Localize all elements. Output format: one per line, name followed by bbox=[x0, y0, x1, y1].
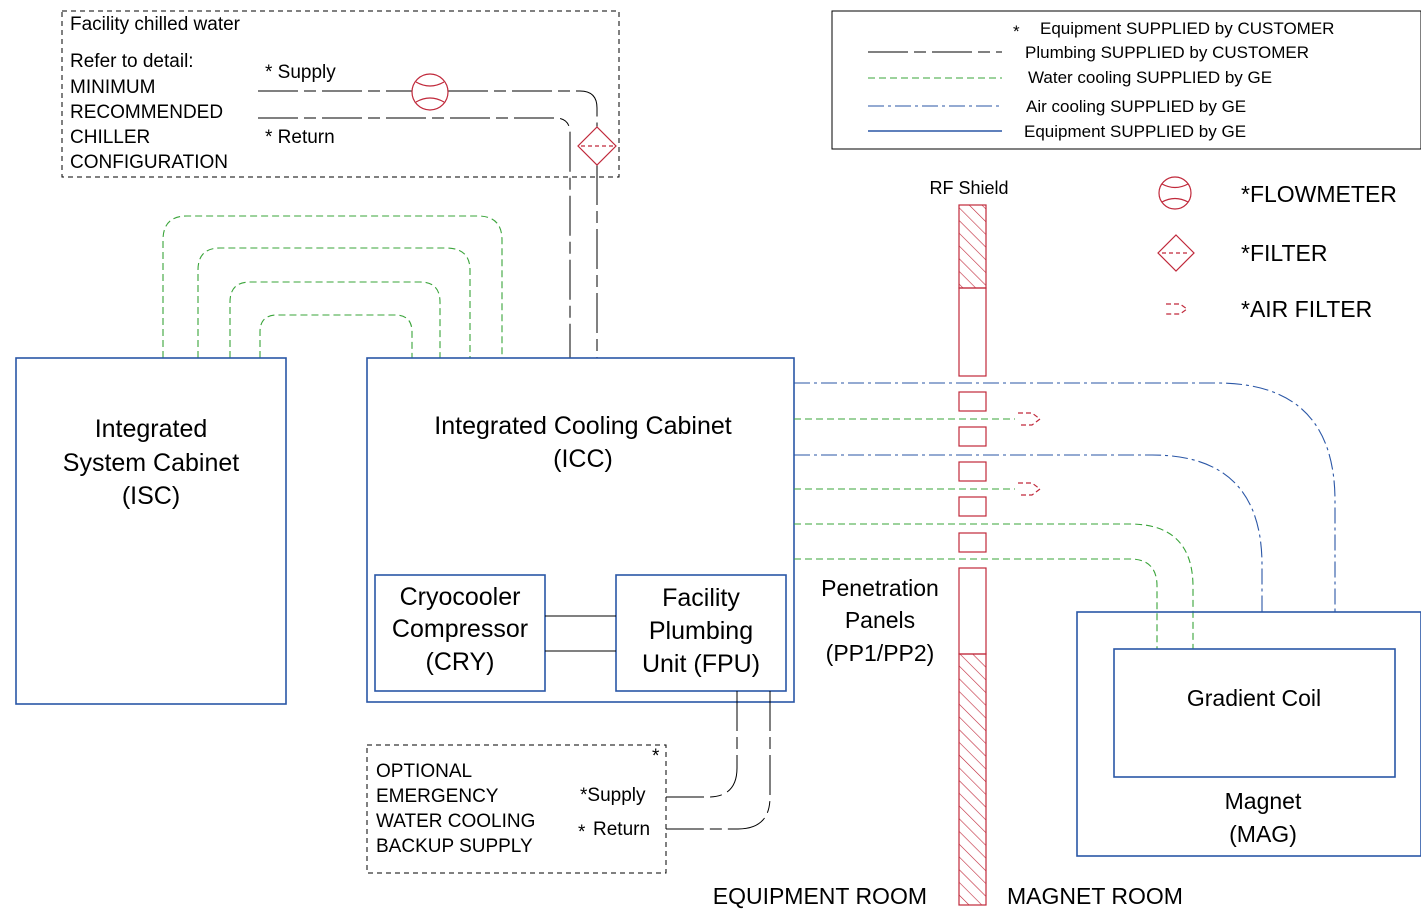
equipment-room-label: EQUIPMENT ROOM bbox=[713, 883, 927, 909]
penetration-panel bbox=[958, 426, 987, 447]
filter-legend-label: *FILTER bbox=[1241, 240, 1327, 266]
icc-line1: Integrated Cooling Cabinet bbox=[434, 412, 731, 440]
facility-line-chiller: CHILLER bbox=[70, 127, 150, 148]
penetration-panel bbox=[958, 461, 987, 482]
facility-line-configuration: CONFIGURATION bbox=[70, 152, 228, 173]
facility-return-label: * Return bbox=[265, 127, 335, 148]
fpu-line1: Facility bbox=[662, 584, 740, 612]
emergency-supply-pipe bbox=[666, 691, 738, 798]
gradient-coil-label: Gradient Coil bbox=[1187, 685, 1321, 711]
emergency-return-pipe bbox=[666, 691, 771, 830]
gradient-coil bbox=[1113, 648, 1396, 778]
magnet-room-label: MAGNET ROOM bbox=[1007, 883, 1183, 909]
emergency-line3: WATER COOLING bbox=[376, 811, 535, 832]
cry-line1: Cryocooler bbox=[400, 583, 521, 611]
facility-supply-label: * Supply bbox=[265, 62, 336, 83]
magnet: Gradient Coil Magnet (MAG) bbox=[1076, 611, 1421, 857]
facility-return-pipe bbox=[258, 117, 571, 358]
emergency-line4: BACKUP SUPPLY bbox=[376, 836, 533, 857]
isc-cabinet: Integrated System Cabinet (ISC) bbox=[15, 357, 287, 705]
facility-line-recommended: RECOMMENDED bbox=[70, 102, 223, 123]
air-cooling-line-inner bbox=[794, 454, 1263, 612]
legend-water-cooling: Water cooling SUPPLIED by GE bbox=[1028, 68, 1272, 87]
facility-refer: Refer to detail: bbox=[70, 51, 194, 72]
facility-chilled-water-box: Facility chilled water Refer to detail: … bbox=[61, 10, 620, 178]
legend-star-symbol: * bbox=[1013, 22, 1020, 41]
filter-legend-icon bbox=[1157, 234, 1195, 272]
flowmeter-legend-label: *FLOWMETER bbox=[1241, 181, 1397, 207]
air-filter-icon bbox=[1018, 412, 1041, 426]
emergency-line2: EMERGENCY bbox=[376, 786, 499, 807]
magnet-line2: (MAG) bbox=[1229, 821, 1297, 847]
rf-shield-label: RF Shield bbox=[929, 178, 1008, 198]
air-cooling-line-outer bbox=[794, 382, 1336, 612]
facility-title: Facility chilled water bbox=[70, 14, 241, 35]
isc-line2: System Cabinet bbox=[63, 449, 240, 477]
flowmeter-legend-icon bbox=[1158, 176, 1192, 210]
legend-air-cooling: Air cooling SUPPLIED by GE bbox=[1026, 97, 1246, 116]
water-cooling-gradient-inner bbox=[794, 558, 1158, 649]
fpu-box bbox=[615, 574, 787, 692]
penetration-panel bbox=[958, 496, 987, 517]
magnet-line1: Magnet bbox=[1225, 788, 1302, 814]
cry-line2: Compressor bbox=[392, 615, 528, 643]
penetration-panel bbox=[958, 532, 987, 553]
water-cooling-gradient-outer bbox=[794, 523, 1194, 649]
icc-line2: (ICC) bbox=[553, 445, 613, 473]
fpu-line2: Plumbing bbox=[649, 617, 753, 645]
facility-line-minimum: MINIMUM bbox=[70, 77, 155, 98]
penetration-line3: (PP1/PP2) bbox=[826, 640, 935, 666]
cry-box bbox=[374, 574, 546, 692]
legend-equipment-customer: Equipment SUPPLIED by CUSTOMER bbox=[1040, 19, 1334, 38]
isc-icc-water-loops bbox=[162, 215, 503, 358]
facility-supply-pipe bbox=[258, 90, 598, 127]
penetration-line2: Panels bbox=[845, 607, 915, 633]
rf-shield: RF Shield bbox=[929, 178, 1009, 906]
air-filter-legend-icon bbox=[1166, 303, 1189, 315]
icc-cabinet: Integrated Cooling Cabinet (ICC) Cryocoo… bbox=[366, 357, 795, 703]
fpu-line3: Unit (FPU) bbox=[642, 650, 760, 678]
legend-equipment-ge: Equipment SUPPLIED by GE bbox=[1024, 122, 1246, 141]
filter-icon bbox=[577, 126, 617, 166]
emergency-corner-star: * bbox=[652, 746, 660, 767]
air-filter-legend-label: *AIR FILTER bbox=[1241, 296, 1372, 322]
emergency-return-label: Return bbox=[593, 819, 650, 840]
flowmeter-icon bbox=[411, 73, 449, 111]
legend: * Equipment SUPPLIED by CUSTOMER Plumbin… bbox=[831, 10, 1421, 150]
air-filter-icon bbox=[1018, 482, 1041, 496]
isc-line3: (ISC) bbox=[122, 482, 180, 510]
symbol-legend: *FLOWMETER *FILTER *AIR FILTER bbox=[1157, 176, 1397, 322]
isc-line1: Integrated bbox=[95, 415, 208, 443]
emergency-return-star: * bbox=[578, 822, 586, 843]
emergency-supply-label: *Supply bbox=[580, 785, 646, 806]
emergency-cooling-box: OPTIONAL EMERGENCY WATER COOLING BACKUP … bbox=[366, 744, 667, 874]
penetration-panel bbox=[958, 391, 987, 412]
emergency-line1: OPTIONAL bbox=[376, 761, 472, 782]
penetration-line1: Penetration bbox=[821, 575, 939, 601]
legend-plumbing-customer: Plumbing SUPPLIED by CUSTOMER bbox=[1025, 43, 1309, 62]
cry-line3: (CRY) bbox=[426, 648, 495, 676]
